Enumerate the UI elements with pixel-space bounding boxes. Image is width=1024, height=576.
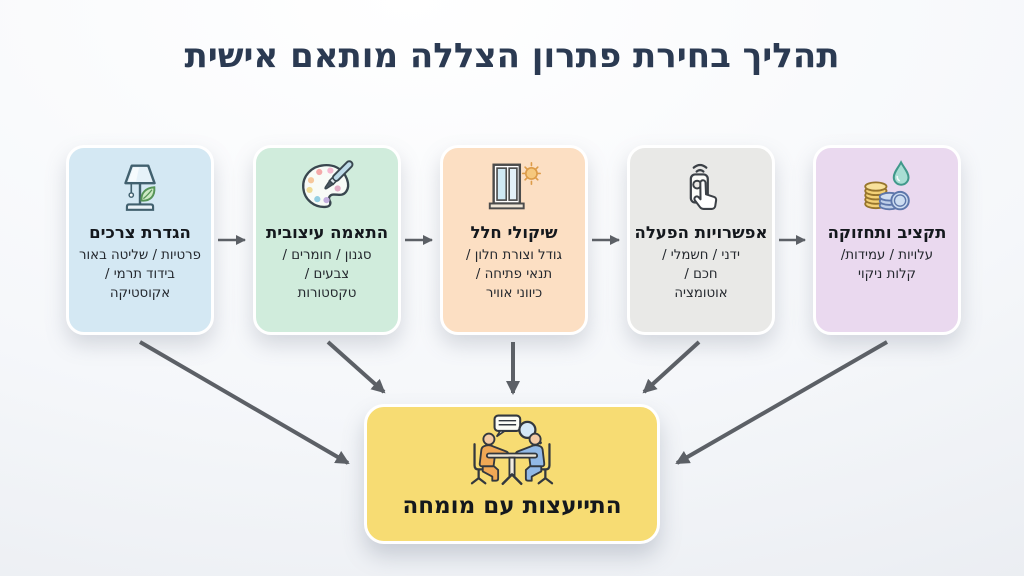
page-title: תהליך בחירת פתרון הצללה מותאם אישית <box>184 36 840 76</box>
desc-line: בידוד תרמי / <box>105 266 175 282</box>
step-card-needs: הגדרת צרכים פרטיות / שליטה באור בידוד תר… <box>66 145 214 335</box>
lamp-leaf-icon <box>109 157 171 219</box>
desc-line: חכם / <box>684 266 718 282</box>
desc-line: צבעים / <box>304 266 350 282</box>
desc-line: פרטיות / שליטה באור <box>79 248 201 263</box>
arrow-design-to-consult <box>326 340 386 394</box>
final-card-consultation: התייעצות עם מומחה <box>364 404 660 544</box>
step-desc: פרטיות / שליטה באור בידוד תרמי / אקוסטיק… <box>79 247 201 304</box>
desc-line: קלות ניקוי <box>858 266 916 282</box>
step-title: שיקולי חלל <box>470 223 558 242</box>
remote-hand-icon <box>670 157 732 219</box>
arrow-operation-to-consult <box>642 340 701 394</box>
step-card-operation: אפשרויות הפעלה ידני / חשמלי / חכם / אוטו… <box>627 145 775 335</box>
arrow-budget-to-consult <box>675 340 888 465</box>
coins-drop-icon <box>856 157 918 219</box>
step-card-space: שיקולי חלל גודל וצורת חלון / תנאי פתיחה … <box>440 145 588 335</box>
step-card-budget: תקציב ותחזוקה עלויות / עמידות/ קלות ניקו… <box>813 145 961 335</box>
step-card-design: התאמה עיצובית סגנון / חומרים / צבעים / ט… <box>253 145 401 335</box>
desc-line: ידני / חשמלי / <box>662 248 740 263</box>
desc-line: אוטומציה <box>674 285 728 301</box>
step-desc: ידני / חשמלי / חכם / אוטומציה <box>662 247 740 304</box>
step-desc: גודל וצורת חלון / תנאי פתיחה / כיווני או… <box>466 247 562 304</box>
step-desc: עלויות / עמידות/ קלות ניקוי <box>841 247 933 285</box>
desc-line: עלויות / עמידות/ <box>840 248 934 263</box>
desc-line: תנאי פתיחה / <box>475 266 553 282</box>
final-title: התייעצות עם מומחה <box>402 493 622 519</box>
consultation-icon <box>460 414 564 492</box>
palette-icon <box>296 157 358 219</box>
desc-line: גודל וצורת חלון / <box>466 248 562 263</box>
desc-line: טקסטורות <box>297 285 357 301</box>
desc-line: כיווני אוויר <box>485 285 543 301</box>
arrow-needs-to-consult <box>138 340 350 465</box>
step-desc: סגנון / חומרים / צבעים / טקסטורות <box>283 247 372 304</box>
step-title: תקציב ותחזוקה <box>827 223 947 242</box>
step-title: התאמה עיצובית <box>265 223 389 242</box>
step-title: הגדרת צרכים <box>89 223 191 242</box>
window-sun-icon <box>483 157 545 219</box>
step-title: אפשרויות הפעלה <box>634 223 768 242</box>
desc-line: אקוסטיקה <box>109 285 171 301</box>
desc-line: סגנון / חומרים / <box>282 248 372 263</box>
